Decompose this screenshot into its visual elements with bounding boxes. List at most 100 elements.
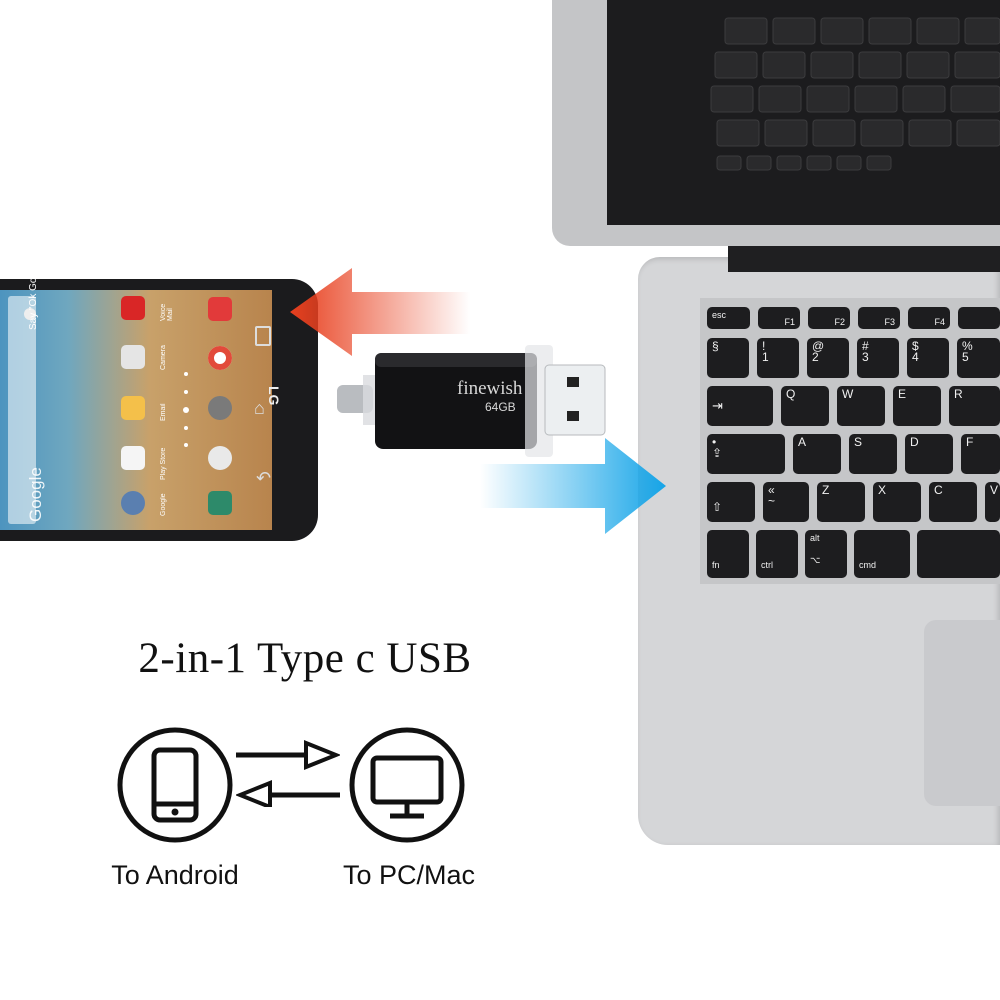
contacts-icon[interactable] bbox=[208, 446, 232, 470]
drive-capacity-text: 64GB bbox=[485, 400, 516, 414]
key-label: F bbox=[966, 435, 974, 449]
key-w[interactable]: W bbox=[837, 386, 885, 426]
key-cmd[interactable]: cmd bbox=[854, 530, 910, 578]
phone-dialer-icon[interactable] bbox=[208, 491, 232, 515]
key-caps[interactable]: •⇪ bbox=[707, 434, 785, 474]
drive-brand: finewish bbox=[457, 378, 522, 400]
key-label: fn bbox=[712, 560, 720, 570]
lg-logo: LG bbox=[266, 386, 282, 405]
messaging-icon[interactable] bbox=[208, 297, 232, 321]
blue-arrow-icon bbox=[480, 438, 666, 534]
google-logo: Google bbox=[26, 467, 46, 522]
key-e[interactable]: E bbox=[893, 386, 941, 426]
key-label: W bbox=[842, 387, 854, 401]
camera-icon[interactable] bbox=[121, 345, 145, 369]
key-esc[interactable]: esc bbox=[707, 307, 750, 329]
recent-apps-icon[interactable] bbox=[255, 326, 271, 346]
page-dot bbox=[184, 426, 188, 430]
page-dot bbox=[184, 390, 188, 394]
key-2[interactable]: @2 bbox=[807, 338, 849, 378]
key-f5[interactable] bbox=[958, 307, 1000, 329]
headline: 2-in-1 Type c USB bbox=[138, 635, 472, 682]
key-f1[interactable]: F1 bbox=[758, 307, 800, 329]
key-ctrl[interactable]: ctrl bbox=[756, 530, 798, 578]
lg-logo-text: LG bbox=[266, 386, 282, 406]
key-label: alt bbox=[810, 533, 820, 543]
key-label: V bbox=[990, 483, 999, 497]
key-f4[interactable]: F4 bbox=[908, 307, 950, 329]
label-to-pc-mac: To PC/Mac bbox=[342, 860, 476, 890]
phone-icon bbox=[117, 727, 233, 843]
key-5[interactable]: %5 bbox=[957, 338, 1000, 378]
keyboard: esc F1 F2 F3 F4 § !1 @2 #3 $4 %5 ⇥ Q W E… bbox=[700, 298, 1000, 584]
back-icon[interactable]: ↶ bbox=[256, 468, 272, 488]
key-f3[interactable]: F3 bbox=[858, 307, 900, 329]
key-tab[interactable]: ⇥ bbox=[707, 386, 773, 426]
key-label: @ bbox=[812, 339, 825, 353]
key-q[interactable]: Q bbox=[781, 386, 829, 426]
key-section[interactable]: § bbox=[707, 338, 749, 378]
key-label: % bbox=[962, 339, 973, 353]
keyboard-reflection bbox=[710, 17, 1000, 171]
key-label: # bbox=[862, 339, 869, 353]
key-f2[interactable]: F2 bbox=[808, 307, 850, 329]
usb-flash-drive bbox=[337, 345, 606, 457]
google-search-bar[interactable]: Say "Ok Google" Google bbox=[8, 255, 45, 524]
page-dot bbox=[184, 443, 188, 447]
key-label: F2 bbox=[834, 317, 845, 327]
key-label: R bbox=[954, 387, 963, 401]
key-label: Z bbox=[822, 483, 830, 497]
home-icon[interactable]: ⌂ bbox=[254, 398, 265, 418]
monitor-icon bbox=[349, 727, 465, 843]
key-s[interactable]: S bbox=[849, 434, 897, 474]
key-label: D bbox=[910, 435, 919, 449]
key-space[interactable] bbox=[917, 530, 1000, 578]
key-label: C bbox=[934, 483, 943, 497]
trackpad[interactable] bbox=[924, 620, 1000, 806]
key-z[interactable]: Z bbox=[817, 482, 865, 522]
key-label: F4 bbox=[934, 317, 945, 327]
voicemail-icon[interactable] bbox=[121, 296, 145, 320]
key-label: X bbox=[878, 483, 887, 497]
page-dot bbox=[184, 372, 188, 376]
key-label: $ bbox=[912, 339, 919, 353]
key-3[interactable]: #3 bbox=[857, 338, 899, 378]
play-store-icon[interactable] bbox=[121, 446, 145, 470]
key-a[interactable]: A bbox=[793, 434, 841, 474]
key-v[interactable]: V bbox=[985, 482, 1000, 522]
key-shift[interactable]: ⇧ bbox=[707, 482, 755, 522]
apps-drawer-icon[interactable] bbox=[208, 396, 232, 420]
key-label: esc bbox=[712, 310, 727, 320]
key-bracket[interactable]: «~ bbox=[763, 482, 809, 522]
app-label: Voice Mail bbox=[160, 303, 174, 321]
key-fn[interactable]: fn bbox=[707, 530, 749, 578]
key-r[interactable]: R bbox=[949, 386, 1000, 426]
google-folder-icon[interactable] bbox=[121, 491, 145, 515]
app-label: Camera bbox=[160, 345, 167, 370]
key-4[interactable]: $4 bbox=[907, 338, 949, 378]
drive-brand-text: finewish bbox=[457, 378, 523, 399]
key-f[interactable]: F bbox=[961, 434, 1000, 474]
key-label: ctrl bbox=[761, 560, 773, 570]
page-dot-active bbox=[183, 407, 189, 413]
drive-capacity: 64GB bbox=[485, 400, 516, 414]
label-to-android: To Android bbox=[111, 860, 239, 890]
search-hint-text: Say "Ok Google" bbox=[28, 255, 39, 330]
laptop-hinge bbox=[728, 246, 1000, 272]
key-1[interactable]: !1 bbox=[757, 338, 799, 378]
chrome-icon[interactable] bbox=[208, 346, 232, 370]
key-label: ! bbox=[762, 339, 766, 353]
mic-icon[interactable] bbox=[24, 308, 36, 320]
app-label: Play Store bbox=[160, 447, 167, 480]
app-label: Email bbox=[160, 403, 167, 421]
key-label: cmd bbox=[859, 560, 877, 570]
key-x[interactable]: X bbox=[873, 482, 921, 522]
email-icon[interactable] bbox=[121, 396, 145, 420]
key-label: E bbox=[898, 387, 907, 401]
key-alt[interactable]: alt⌥ bbox=[805, 530, 847, 578]
key-c[interactable]: C bbox=[929, 482, 977, 522]
key-d[interactable]: D bbox=[905, 434, 953, 474]
key-label: S bbox=[854, 435, 863, 449]
google-logo-text: Google bbox=[26, 467, 45, 522]
sync-arrows-icon bbox=[236, 740, 340, 807]
